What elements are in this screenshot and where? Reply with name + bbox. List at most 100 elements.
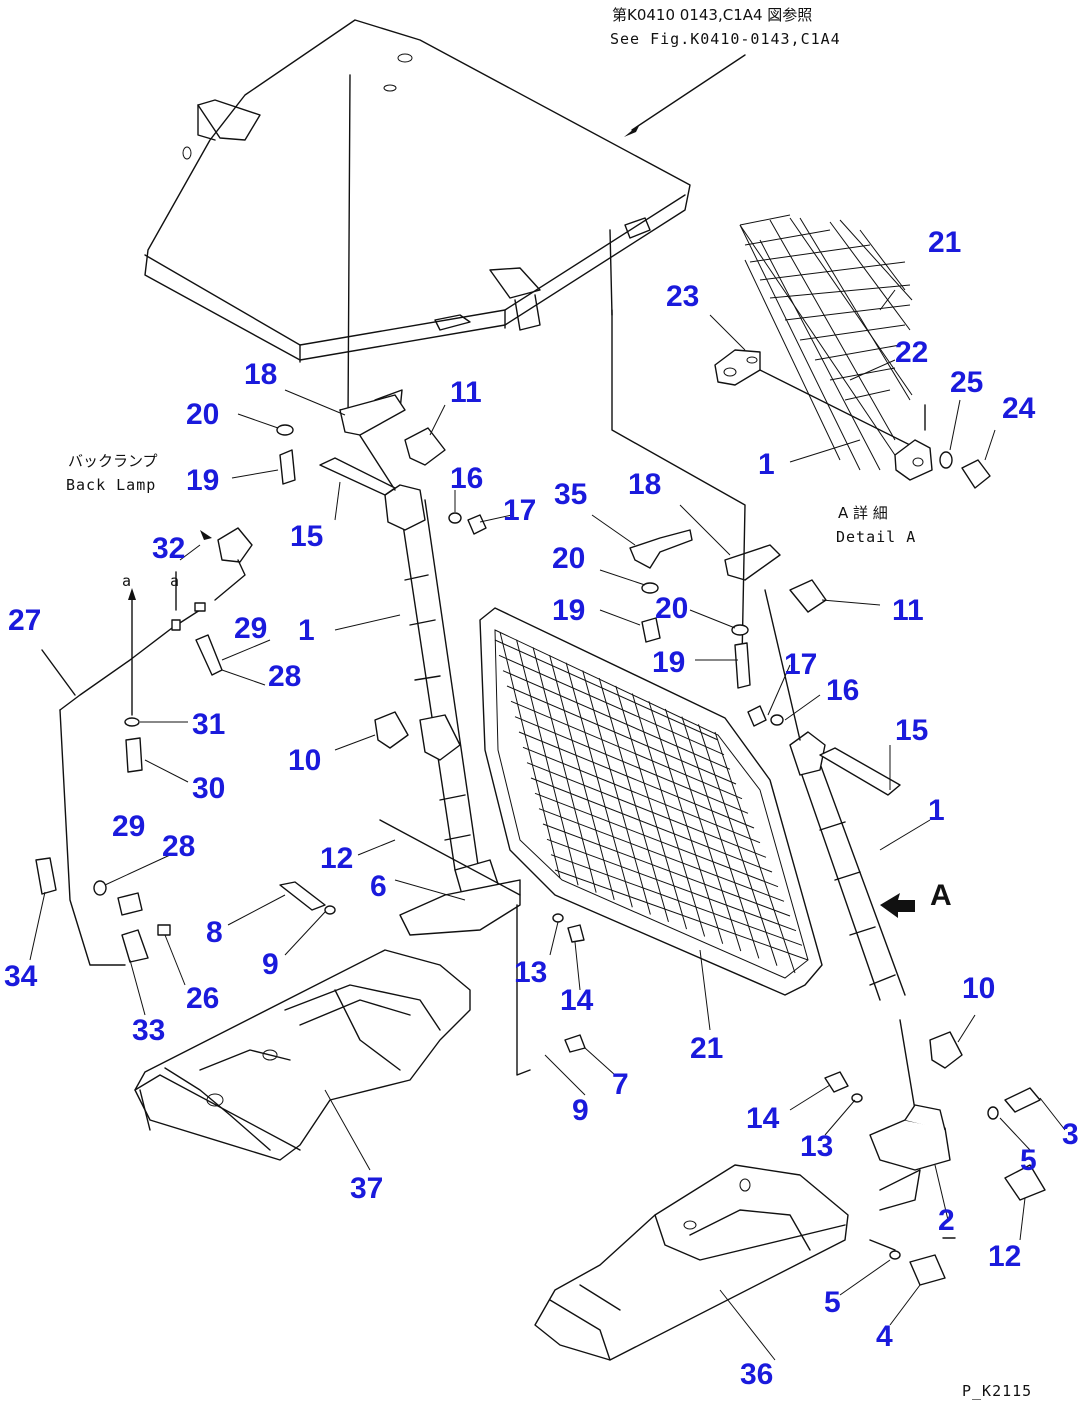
callout: 27 [8, 604, 41, 637]
reference-arrowhead [624, 124, 640, 137]
view-arrow-label: A [930, 879, 952, 912]
callout-numbers: 21 23 22 25 24 1 18 11 20 19 16 15 17 35… [4, 226, 1079, 1391]
left-foot-bracket [279, 819, 586, 1076]
callout: 26 [186, 982, 219, 1015]
callout: 18 [628, 468, 661, 501]
washer-16-left [448, 512, 462, 524]
bolt-19-left [279, 449, 296, 485]
callout: 15 [290, 520, 323, 553]
bushing-11-left [404, 427, 446, 466]
right-frame-36 [534, 1164, 849, 1361]
callout: 10 [962, 972, 995, 1005]
reference-note-jp: 第K0410 0143,C1A4 図参照 [612, 6, 812, 24]
callout: 21 [928, 226, 961, 259]
callout: 11 [450, 376, 482, 409]
callout: 10 [288, 744, 321, 777]
callout: 4 [876, 1320, 893, 1353]
nut-17-right [747, 705, 767, 727]
callout: 17 [503, 494, 536, 527]
right-rops-post [764, 589, 916, 1111]
callout: 36 [740, 1358, 773, 1391]
callout: 37 [350, 1172, 383, 1205]
callout: 17 [784, 648, 817, 681]
callout: 13 [800, 1130, 833, 1163]
callout: 20 [655, 592, 688, 625]
callout: 22 [895, 336, 928, 369]
mesh-guard-21 [479, 607, 823, 996]
callout: 29 [112, 810, 145, 843]
callout: 30 [192, 772, 225, 805]
callout: 25 [950, 366, 983, 399]
right-foot-bracket [824, 1071, 1046, 1286]
callout: 5 [824, 1286, 841, 1319]
callout: 35 [554, 478, 587, 511]
bushing-11-right [789, 579, 827, 613]
callout: 6 [370, 870, 387, 903]
callout: 14 [560, 984, 594, 1017]
callout: 19 [552, 594, 585, 627]
nut-17-left [467, 514, 487, 535]
callout: 28 [268, 660, 301, 693]
callout: 33 [132, 1014, 165, 1047]
bracket-35 [629, 529, 693, 569]
back-lamp-assembly [35, 527, 253, 966]
bolt-19-right [734, 642, 751, 689]
callout: 29 [234, 612, 267, 645]
callout: 28 [162, 830, 195, 863]
washer-20-left [276, 424, 294, 436]
callout: 21 [690, 1032, 723, 1065]
washer-16-right [770, 714, 784, 726]
callout: 23 [666, 280, 699, 313]
right-post-leader [611, 309, 746, 661]
bushing-10-left [374, 711, 409, 749]
callout: 12 [988, 1240, 1021, 1273]
callout: 7 [612, 1068, 629, 1101]
figure-id: P_K2115 [962, 1382, 1032, 1400]
detail-a-en: Detail A [836, 528, 916, 546]
reference-leader [631, 54, 746, 131]
callout: 16 [826, 674, 859, 707]
callout: 3 [1062, 1118, 1079, 1151]
detail-a-mesh [739, 214, 913, 471]
callout: 16 [450, 462, 483, 495]
canopy-roof [144, 19, 691, 421]
view-arrow-a [880, 893, 915, 918]
callout: 32 [152, 532, 185, 565]
callout: 2 [938, 1204, 955, 1237]
callout: 1 [758, 448, 775, 481]
washer-20-right-a [641, 582, 659, 594]
detail-a-bracket [714, 349, 991, 489]
callout: 20 [186, 398, 219, 431]
callout: 20 [552, 542, 585, 575]
callout: 18 [244, 358, 277, 391]
bolt-15-left [319, 457, 396, 496]
left-frame-37 [134, 949, 471, 1161]
bracket-18-left [339, 394, 406, 436]
callout: 9 [262, 948, 279, 981]
reference-note-en: See Fig.K0410-0143,C1A4 [610, 30, 841, 48]
callout: 24 [1002, 392, 1036, 425]
detail-a-jp: A 詳 細 [838, 504, 888, 522]
bushing-10-right [929, 1031, 963, 1069]
callout: 31 [192, 708, 225, 741]
callout: 15 [895, 714, 928, 747]
callout: 14 [746, 1102, 780, 1135]
callout: 34 [4, 960, 38, 993]
left-rops-post [339, 389, 479, 871]
callout: 1 [928, 794, 945, 827]
back-lamp-en: Back Lamp [66, 476, 156, 494]
back-lamp-jp: バックランプ [68, 452, 158, 470]
callout: 5 [1020, 1144, 1037, 1177]
callout: 19 [652, 646, 685, 679]
bolt-15-right [819, 747, 901, 796]
spacer-19-right [641, 617, 661, 643]
callout: 8 [206, 916, 223, 949]
callout: 19 [186, 464, 219, 497]
callout: 9 [572, 1094, 589, 1127]
washer-20-right-b [731, 624, 749, 636]
callout: 11 [892, 594, 924, 627]
bracket-18-right [724, 544, 781, 581]
callout-leaders [29, 289, 1066, 1361]
axis-mark-a-left: a [122, 572, 132, 590]
